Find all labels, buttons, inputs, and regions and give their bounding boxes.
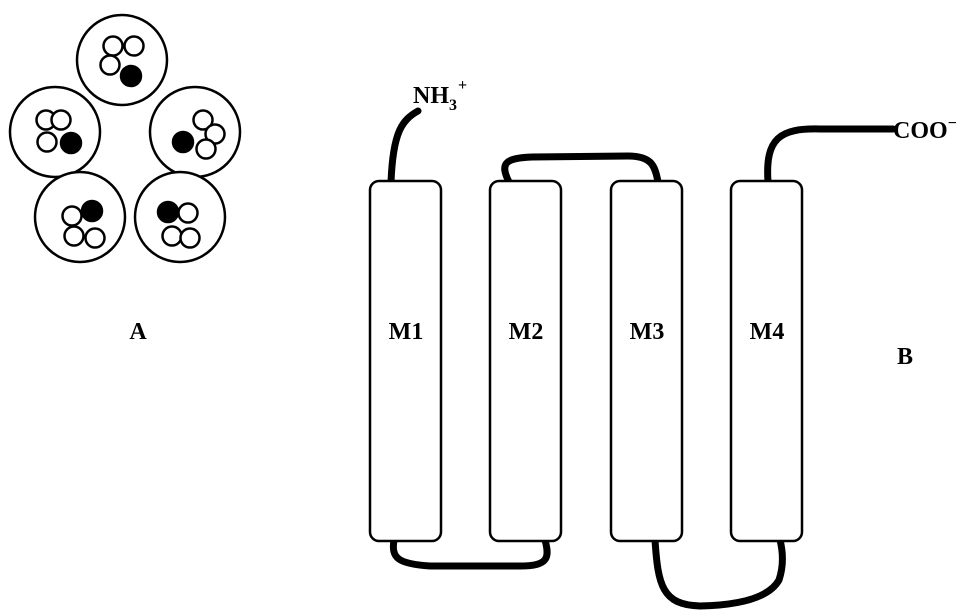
n-terminus-base: NH [413,83,449,109]
subunit-top [75,13,169,107]
segment-m3 [609,179,684,543]
panel-b-label: B [897,344,913,370]
segment-label-m1: M1 [389,319,424,345]
subunit-upper-right [148,85,242,179]
n-terminus-label: NH3+ [413,77,467,114]
subunit-lower-left [33,170,127,264]
panel-a-label: A [129,319,147,345]
n-terminal-tail [387,107,422,186]
segment-label-m2: M2 [509,319,544,345]
polypeptide-chain [387,107,897,610]
loop-m2-m3 [501,152,662,186]
segment-m1 [368,179,443,543]
segment-m4 [729,179,804,543]
c-terminus-superscript: − [948,115,957,132]
segment-label-m4: M4 [750,319,785,345]
c-terminus-text: COO [893,118,948,144]
c-terminus-label: COO− [893,115,957,144]
subunit-upper-left [8,85,102,179]
segment-m2 [488,179,563,543]
pentamer-top-view [8,13,242,264]
n-terminus-subscript: 3 [449,97,457,114]
loop-m1-m2 [389,536,551,570]
transmembrane-segments [368,179,804,543]
subunit-lower-right [133,170,227,264]
n-terminus-superscript: + [458,77,467,94]
loop-m3-m4 [651,536,786,610]
segment-label-m3: M3 [630,319,665,345]
c-terminal-tail [764,125,897,186]
